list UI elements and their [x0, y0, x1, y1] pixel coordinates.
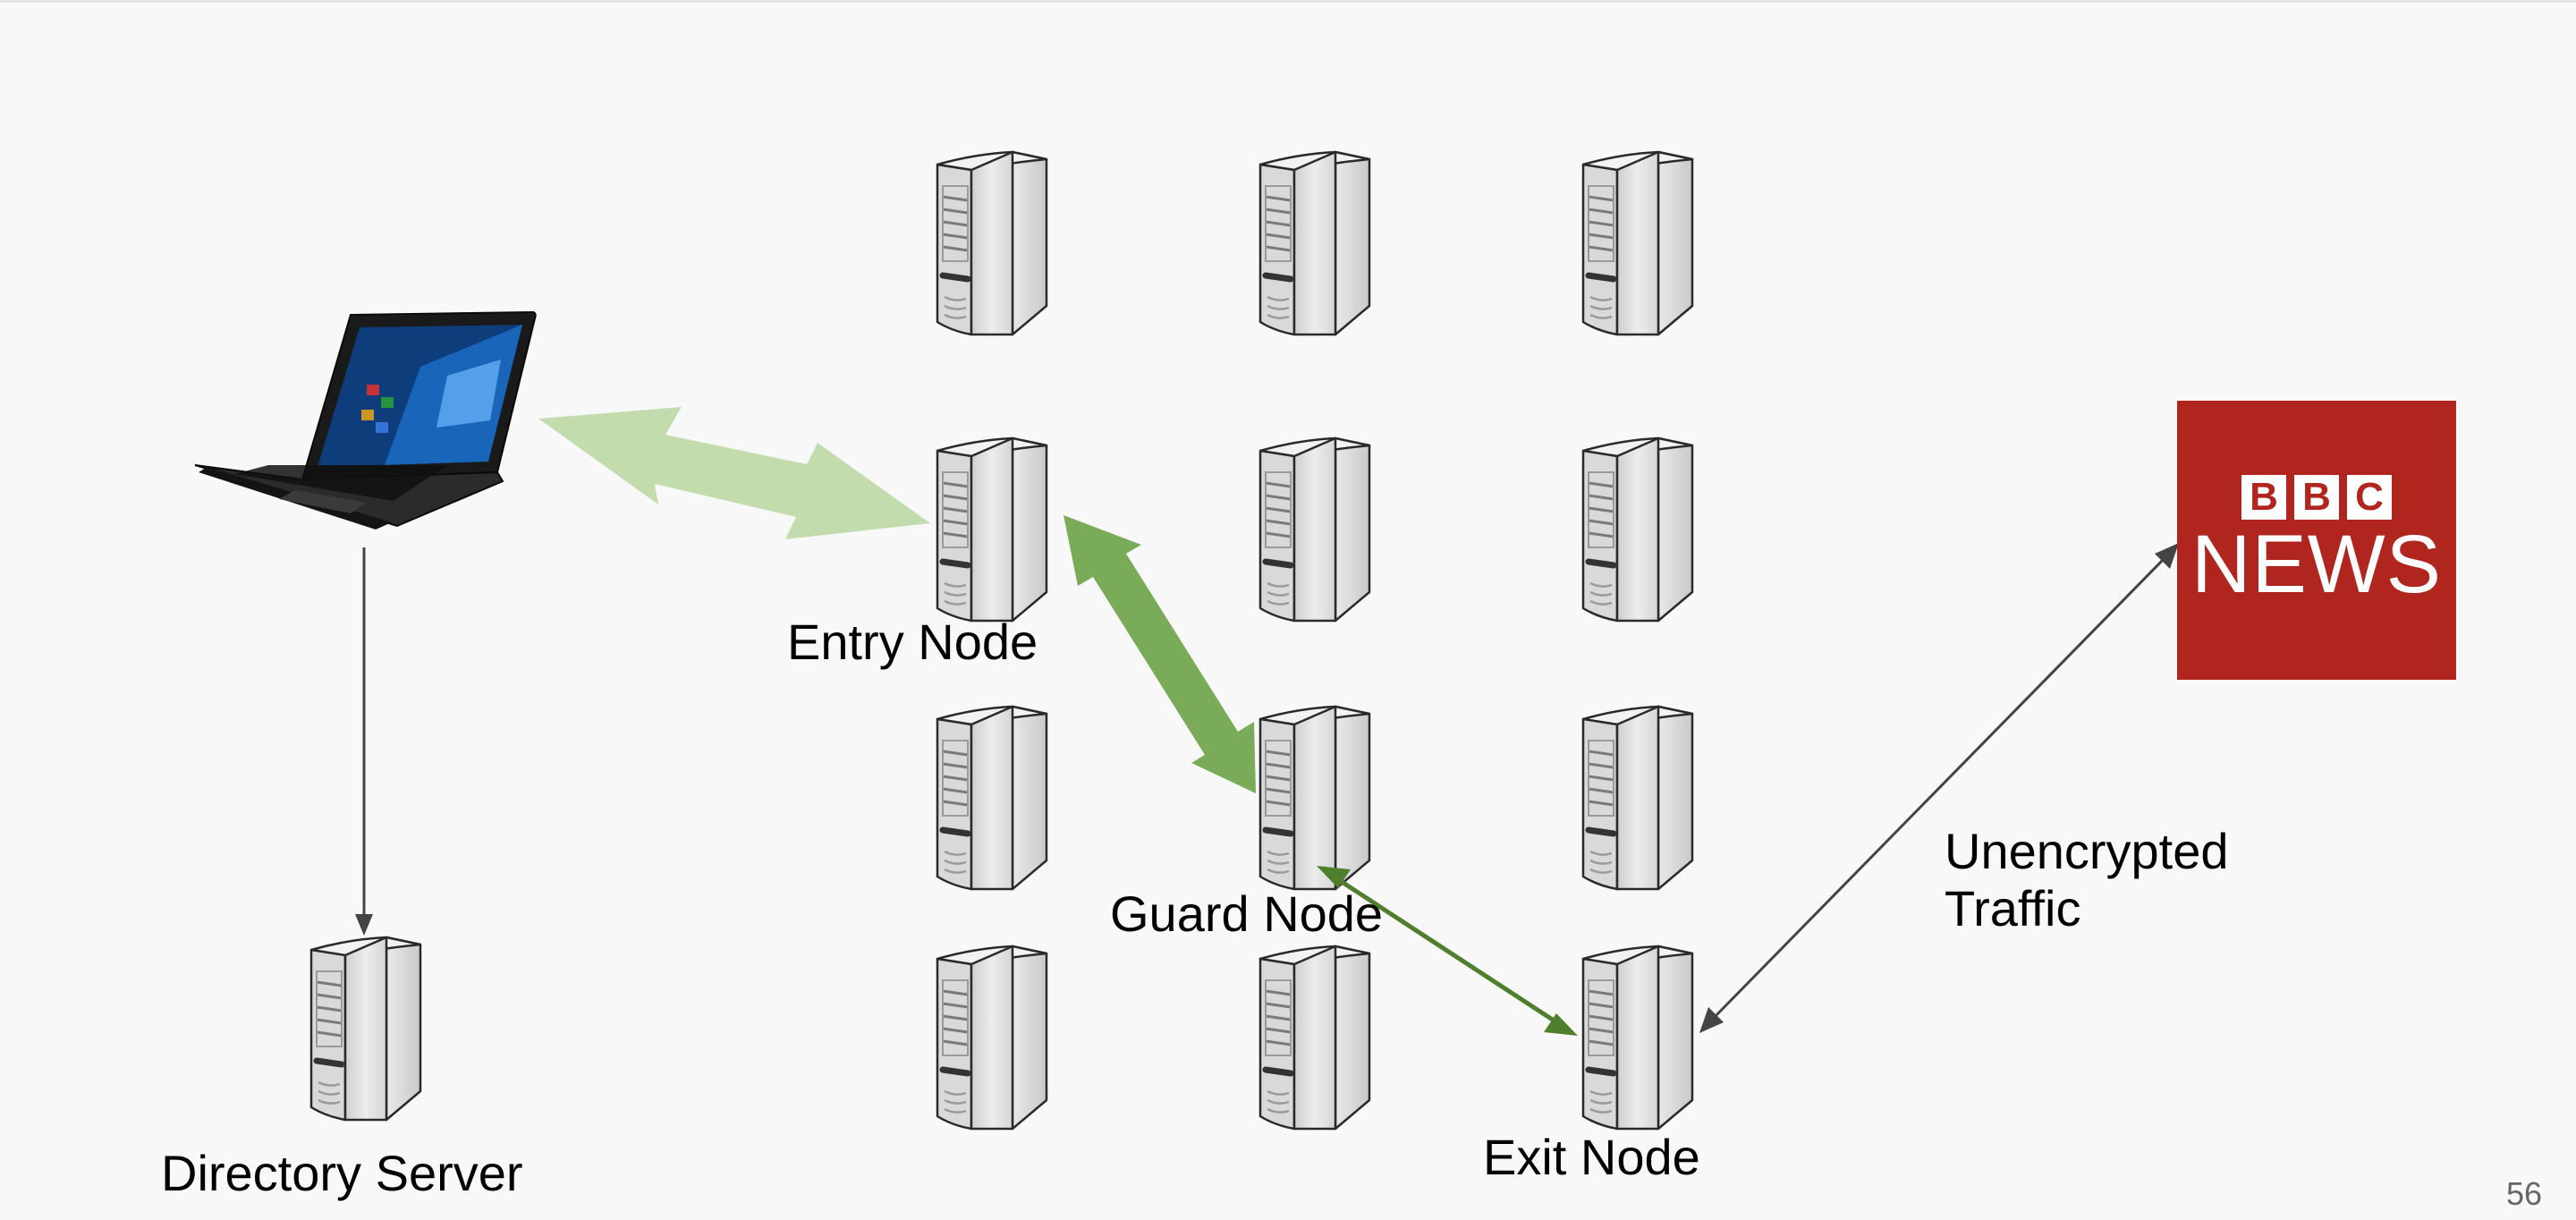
server-icon	[937, 946, 1046, 1129]
bbc-news-wordmark: NEWS	[2191, 519, 2442, 610]
directory-server-icon	[311, 937, 420, 1120]
entry-node-label: Entry Node	[787, 614, 1038, 670]
unencrypted-traffic-label-line1: Unencrypted	[1945, 823, 2229, 879]
server-icon	[937, 152, 1046, 335]
entry-node-server-icon	[937, 438, 1046, 621]
guard-exit-arrow	[1317, 866, 1578, 1036]
guard-node-label: Guard Node	[1110, 885, 1384, 942]
laptop-icon	[194, 310, 537, 530]
bbc-letter-b2: B	[2294, 475, 2339, 520]
server-icon	[1583, 152, 1692, 335]
server-icon	[1583, 707, 1692, 889]
entry-guard-arrow	[1063, 515, 1256, 793]
server-icon	[1260, 438, 1369, 621]
bbc-letter-blocks: B B C	[2241, 475, 2392, 520]
guard-node-server-icon	[1260, 707, 1369, 889]
server-icon	[1260, 946, 1369, 1129]
exit-bbc-arrow	[1699, 543, 2179, 1033]
server-icon	[1583, 438, 1692, 621]
laptop-directory-arrow	[355, 547, 373, 936]
bbc-letter-b1: B	[2241, 475, 2286, 520]
directory-server-label: Directory Server	[161, 1145, 523, 1201]
bbc-letter-c: C	[2347, 475, 2392, 520]
bbc-news-logo: B B C NEWS	[2177, 401, 2456, 680]
top-border	[0, 0, 2576, 3]
laptop-entry-arrow	[538, 407, 930, 539]
page-number: 56	[2505, 1175, 2542, 1212]
exit-node-label: Exit Node	[1483, 1129, 1700, 1185]
server-icon	[937, 707, 1046, 889]
server-icon	[1260, 152, 1369, 335]
exit-node-server-icon	[1583, 946, 1692, 1129]
unencrypted-traffic-label-line2: Traffic	[1945, 880, 2081, 936]
